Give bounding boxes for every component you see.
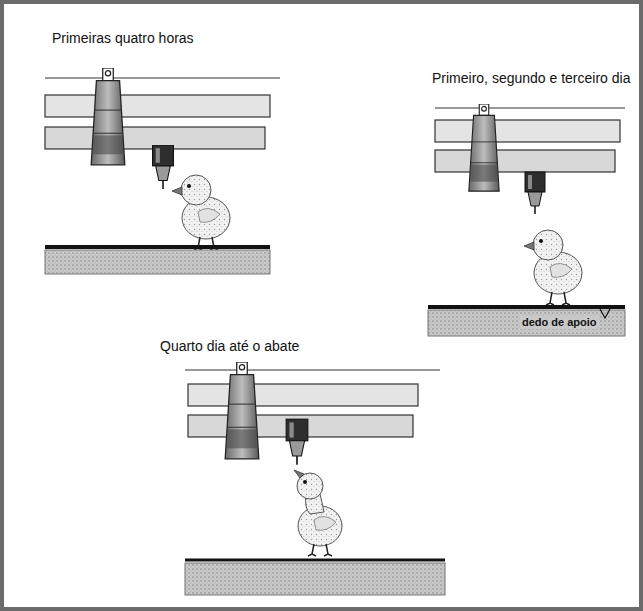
annotation-label: dedo de apoio (520, 316, 599, 329)
panel-title: Quarto dia até o abate (160, 338, 299, 354)
panel-fourth-day-to-slaughter (185, 362, 445, 595)
panel-first-hours (45, 68, 280, 274)
panel-title: Primeiro, segundo e terceiro dia (432, 70, 630, 86)
panel-title: Primeiras quatro horas (52, 30, 194, 46)
panel-first-three-days (428, 104, 625, 336)
